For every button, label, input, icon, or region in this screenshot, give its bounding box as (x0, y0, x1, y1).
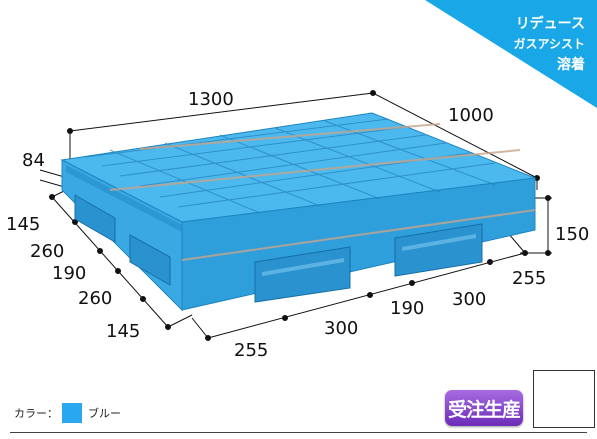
dim-length: 1300 (188, 89, 234, 110)
dim-left-4: 260 (78, 288, 113, 309)
color-legend-label: カラー： (14, 407, 58, 420)
dim-front-3: 190 (390, 298, 425, 319)
color-legend-value: ブルー (88, 407, 121, 420)
forklift-box (533, 370, 595, 428)
dimension-lines (39, 90, 552, 341)
dim-height: 150 (555, 224, 590, 245)
color-legend: カラー： ブルー (14, 403, 121, 423)
corner-line-2: ガスアシスト (513, 37, 585, 51)
corner-line-3: 溶着 (557, 57, 585, 73)
dim-front-2: 300 (324, 318, 359, 339)
color-swatch (62, 403, 82, 423)
dim-width: 1000 (448, 105, 494, 126)
dim-front-5: 255 (512, 268, 547, 289)
dim-left-5: 145 (106, 321, 141, 342)
pallet-body (60, 112, 536, 312)
dim-left-2: 260 (30, 241, 65, 262)
dim-front-4: 300 (452, 289, 487, 310)
dim-left-3: 190 (52, 263, 87, 284)
corner-line-1: リデュース (515, 16, 585, 32)
divider (10, 432, 587, 433)
made-to-order-badge: 受注生産 (445, 390, 523, 426)
dim-front-1: 255 (234, 340, 269, 361)
dim-deck-thickness: 84 (22, 150, 45, 171)
corner-ribbon (425, 0, 597, 108)
dim-left-1: 145 (6, 214, 41, 235)
